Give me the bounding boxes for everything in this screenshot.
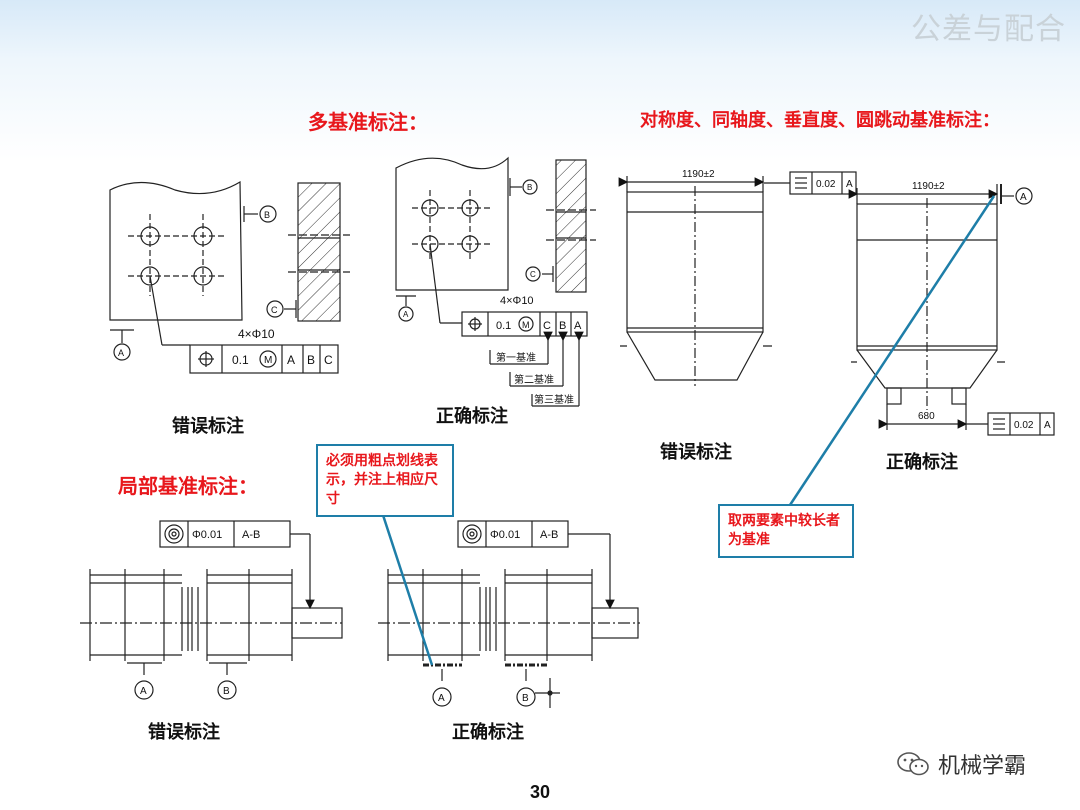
caption-right-2: 正确标注 <box>886 452 958 473</box>
heading-symmetry: 对称度、同轴度、垂直度、圆跳动基准标注： <box>640 110 1000 131</box>
label-width-dim: 1190±2 <box>682 169 715 180</box>
label-second-datum: 第二基准 <box>514 373 554 386</box>
heading-local-datum: 局部基准标注： <box>118 474 258 498</box>
label-datum-a-circle-4: A <box>140 686 147 697</box>
caption-wrong-1: 错误标注 <box>172 416 244 437</box>
brand-name: 机械学霸 <box>938 754 1027 779</box>
label-sym-tol-2: 0.02 <box>1014 420 1034 431</box>
label-datum-c-circle: C <box>271 305 278 315</box>
caption-right-3: 正确标注 <box>452 722 524 743</box>
label-hole-note-2: 4×Φ10 <box>500 295 534 307</box>
caption-wrong-2: 错误标注 <box>660 442 732 463</box>
label-datum-c-2: C <box>543 320 551 332</box>
label-sym-datum: A <box>846 179 853 190</box>
label-datum-b-circle-2: B <box>527 183 532 192</box>
panel-local-datum-wrong: Φ0.01 A-B A B <box>72 513 348 719</box>
figure-multi-datum-correct-labels: 4×Φ10 0.1 M C B A A B C 第一基准 第二基准 第三基准 <box>403 183 582 406</box>
label-base-dim: 680 <box>918 411 935 422</box>
label-datum-a-circle: A <box>118 348 124 358</box>
label-datum-a-circle-5: A <box>438 693 445 704</box>
figure-multi-datum-wrong <box>109 180 350 374</box>
wechat-icon <box>897 752 929 776</box>
page-number: 30 <box>530 782 551 802</box>
label-datum-b-2: B <box>559 320 566 332</box>
figure-symmetry-wrong-labels: 1190±2 0.02 A <box>682 169 853 190</box>
label-datum-a-2: A <box>574 320 582 332</box>
label-coax-tol-2: Φ0.01 <box>490 529 520 541</box>
label-coax-ref: A-B <box>242 529 260 541</box>
caption-wrong-3: 错误标注 <box>148 722 220 743</box>
label-first-datum: 第一基准 <box>496 351 536 364</box>
label-datum-a-circle-2: A <box>403 310 409 319</box>
label-sym-tol: 0.02 <box>816 179 836 190</box>
figure-symmetry-wrong <box>618 171 857 386</box>
callout-chain-line: 必须用粗点划线表示，并注上相应尺寸 <box>316 444 454 517</box>
label-datum-b: B <box>307 353 315 367</box>
label-datum-a-circle-3: A <box>1020 192 1027 203</box>
label-tol-value-2: 0.1 <box>496 320 511 332</box>
label-datum-c-circle-2: C <box>530 270 536 279</box>
panel-local-datum-correct: Φ0.01 A-B A B <box>360 513 644 719</box>
callout-longer-element: 取两要素中较长者为基准 <box>718 504 854 558</box>
label-coax-ref-2: A-B <box>540 529 558 541</box>
label-hole-note: 4×Φ10 <box>238 327 275 341</box>
label-third-datum: 第三基准 <box>534 393 574 406</box>
label-tol-value: 0.1 <box>232 353 249 367</box>
label-sym-datum-2: A <box>1044 420 1051 431</box>
figure-multi-datum-wrong-labels: 4×Φ10 0.1 M A B C A B C <box>118 210 333 367</box>
figure-symmetry-correct <box>848 184 1055 436</box>
brand-badge: 机械学霸 <box>896 748 1026 780</box>
figure-multi-datum-correct <box>395 156 596 407</box>
label-datum-b-circle-5: B <box>522 693 529 704</box>
slide-watermark: 公差与配合 <box>911 12 1066 47</box>
label-coax-tol: Φ0.01 <box>192 529 222 541</box>
label-datum-a: A <box>287 353 295 367</box>
label-datum-b-circle-4: B <box>223 686 230 697</box>
label-width-dim-2: 1190±2 <box>912 181 945 192</box>
label-datum-c: C <box>324 353 333 367</box>
label-mmc: M <box>264 355 272 366</box>
figure-symmetry-correct-labels: 1190±2 A 680 0.02 A <box>912 181 1051 431</box>
heading-multi-datum: 多基准标注： <box>308 110 428 134</box>
caption-right-1: 正确标注 <box>436 406 508 427</box>
label-mmc-2: M <box>522 320 530 330</box>
label-datum-b-circle: B <box>264 210 270 220</box>
